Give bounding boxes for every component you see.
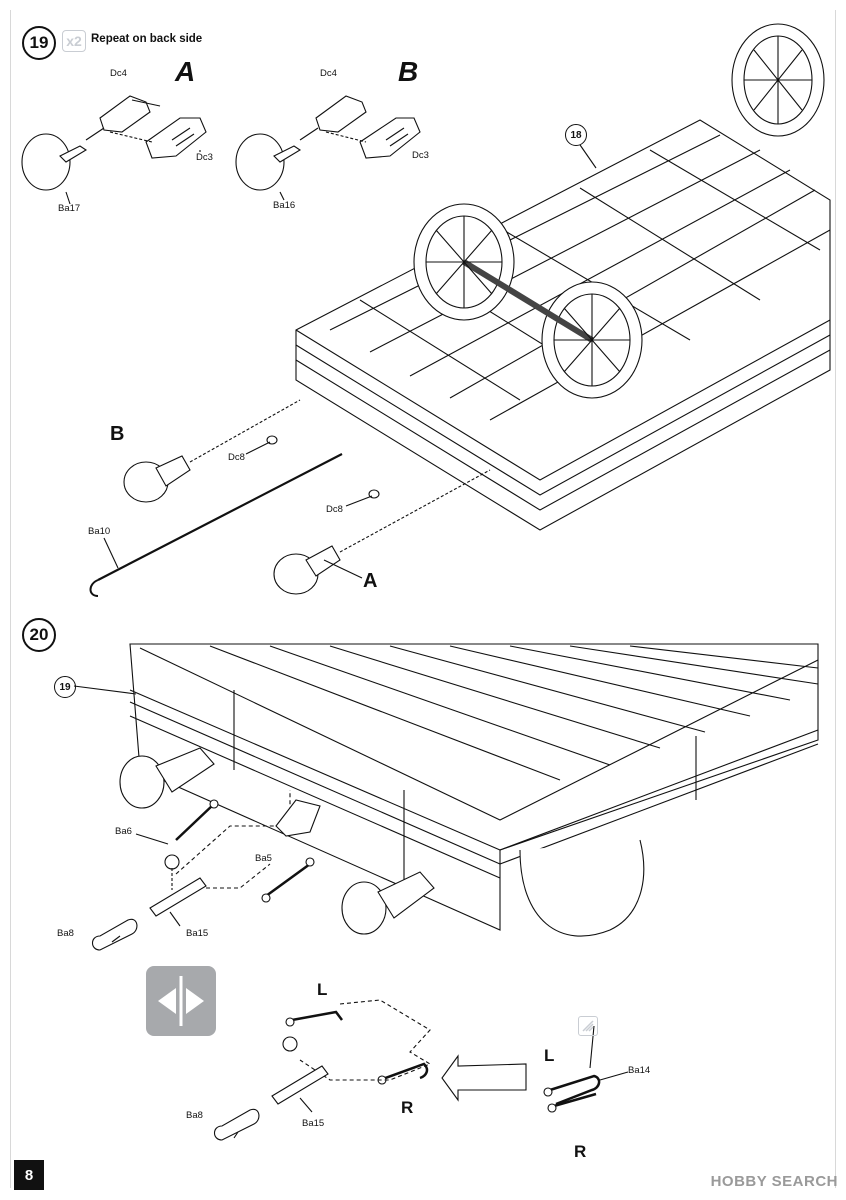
label-dc3-b: Dc3 bbox=[412, 150, 429, 161]
label-dc4-b: Dc4 bbox=[320, 68, 337, 79]
screw-coupling-ba15 bbox=[149, 877, 207, 917]
coupling-ball-lower bbox=[282, 1036, 298, 1052]
label-ba6: Ba6 bbox=[115, 826, 132, 837]
link-r-lower bbox=[379, 1062, 429, 1082]
hook-bracket bbox=[275, 799, 321, 837]
link-l-upper bbox=[291, 1010, 343, 1022]
variant-a-heading: A bbox=[175, 56, 196, 87]
page-number: 8 bbox=[14, 1160, 44, 1190]
link-ba14-r bbox=[553, 1092, 597, 1108]
label-r-1: R bbox=[401, 1098, 414, 1117]
label-ba5: Ba5 bbox=[255, 853, 272, 864]
buffer-head-ba16 bbox=[235, 133, 285, 191]
shackle-ba8 bbox=[91, 918, 138, 951]
step-20-illustration bbox=[73, 643, 819, 1141]
variant-b-heading: B bbox=[398, 56, 419, 87]
coupling-ball bbox=[164, 854, 180, 870]
label-ba16: Ba16 bbox=[273, 200, 296, 211]
label-l-1: L bbox=[317, 980, 328, 999]
coupling-rod-ba10 bbox=[97, 453, 343, 581]
label-ba14: Ba14 bbox=[628, 1065, 651, 1076]
label-ba8-1: Ba8 bbox=[57, 928, 74, 939]
ref-step-19-badge: 19 bbox=[54, 676, 76, 698]
label-ba8-2: Ba8 bbox=[186, 1110, 203, 1121]
screw-coupling-ba15-lower bbox=[271, 1065, 329, 1105]
label-ba10: Ba10 bbox=[88, 526, 111, 537]
label-r-2: R bbox=[574, 1142, 587, 1161]
wagon-wheel bbox=[519, 839, 645, 937]
buffer-housing-dc4-a bbox=[99, 95, 151, 133]
label-l-2: L bbox=[544, 1046, 555, 1065]
step-19-illustration bbox=[21, 23, 831, 597]
ref-step-18-badge: 18 bbox=[565, 124, 587, 146]
shackle-ba8-lower bbox=[213, 1108, 260, 1141]
symmetric-assembly-icon bbox=[146, 966, 216, 1036]
step-19-instruction: Repeat on back side bbox=[91, 33, 203, 45]
step-20-badge: 20 bbox=[22, 618, 56, 652]
label-dc8-2: Dc8 bbox=[326, 504, 343, 515]
coupling-link-ba6 bbox=[175, 803, 215, 841]
label-dc3-a: Dc3 bbox=[196, 152, 213, 163]
label-ba15-2: Ba15 bbox=[302, 1118, 325, 1129]
buffer-head-ba17 bbox=[21, 133, 71, 191]
label-ba15-1: Ba15 bbox=[186, 928, 209, 939]
paint-icon bbox=[578, 1016, 598, 1036]
repeat-x2-badge: x2 bbox=[62, 30, 86, 52]
label-ba17: Ba17 bbox=[58, 203, 81, 214]
page-frame bbox=[10, 10, 836, 1188]
buffer-housing-dc3-b bbox=[359, 117, 421, 159]
buffer-housing-dc4-b bbox=[315, 95, 367, 133]
callout-b: B bbox=[110, 423, 125, 445]
step-19-badge: 19 bbox=[22, 26, 56, 60]
label-dc4-a: Dc4 bbox=[110, 68, 127, 79]
watermark: HOBBY SEARCH bbox=[710, 1173, 838, 1190]
label-dc8-1: Dc8 bbox=[228, 452, 245, 463]
callout-a: A bbox=[363, 570, 378, 592]
link-ba14-l bbox=[549, 1074, 601, 1106]
direction-arrow bbox=[441, 1054, 527, 1102]
link-ba5 bbox=[265, 862, 311, 898]
buffer-right bbox=[341, 881, 387, 935]
buffer-housing-dc3-a bbox=[145, 117, 207, 159]
wagon-deck bbox=[129, 643, 819, 931]
buffer-left bbox=[119, 755, 165, 809]
